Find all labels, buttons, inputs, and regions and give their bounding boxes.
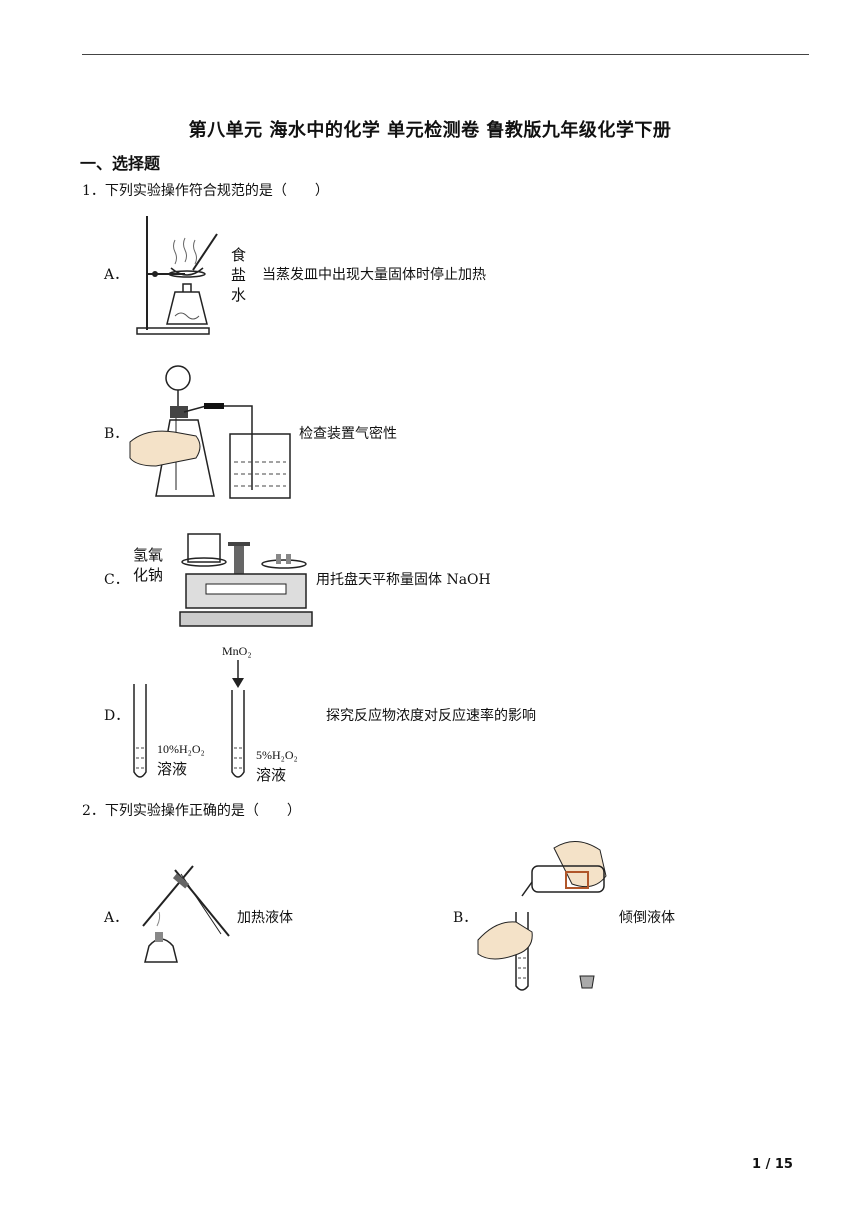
- evaporation-label-1: 食: [231, 246, 247, 264]
- test-tubes-figure: [133, 660, 245, 778]
- q2-option-b-text: 倾倒液体: [619, 910, 675, 926]
- mno2-label: MnO₂: [222, 644, 252, 658]
- q1-option-c-text: 用托盘天平称量固体 NaOH: [316, 572, 491, 588]
- q1-option-a-text: 当蒸发皿中出现大量固体时停止加热: [262, 267, 486, 283]
- section-heading: 一、选择题: [80, 154, 161, 173]
- pouring-liquid-figure: [477, 841, 607, 991]
- question-1-stem: 1．下列实验操作符合规范的是（ ）: [82, 183, 329, 199]
- q2-option-a-letter: A．: [104, 910, 129, 926]
- header-rule: [82, 54, 809, 55]
- tube-1-concentration: 10%H₂O₂: [157, 742, 205, 756]
- page-number: 1 / 15: [752, 1157, 793, 1172]
- q1-option-c-letter: C．: [104, 572, 129, 588]
- q1-option-a-letter: A．: [104, 267, 129, 283]
- heating-liquid-figure: [142, 865, 230, 963]
- q1-option-d-letter: D．: [104, 708, 130, 724]
- tube-1-solution: 溶液: [157, 760, 188, 778]
- tube-2-solution: 溶液: [256, 766, 287, 784]
- airtightness-apparatus-figure: [129, 365, 291, 499]
- balance-label-2: 化钠: [133, 566, 164, 584]
- balance-label-1: 氢氧: [133, 546, 164, 564]
- q2-option-a-text: 加热液体: [237, 910, 293, 926]
- evaporation-label-2: 盐: [231, 266, 247, 284]
- q1-option-b-letter: B．: [104, 426, 129, 442]
- q2-option-b-letter: B．: [453, 910, 478, 926]
- evaporation-label-3: 水: [231, 286, 247, 304]
- page-title: 第八单元 海水中的化学 单元检测卷 鲁教版九年级化学下册: [188, 120, 672, 141]
- q1-option-b-text: 检查装置气密性: [299, 426, 397, 442]
- tube-2-concentration: 5%H₂O₂: [256, 748, 298, 762]
- evaporation-apparatus-figure: [136, 216, 218, 335]
- q1-option-d-text: 探究反应物浓度对反应速率的影响: [326, 708, 536, 724]
- question-2-stem: 2．下列实验操作正确的是（ ）: [82, 803, 301, 819]
- balance-figure: [179, 533, 313, 627]
